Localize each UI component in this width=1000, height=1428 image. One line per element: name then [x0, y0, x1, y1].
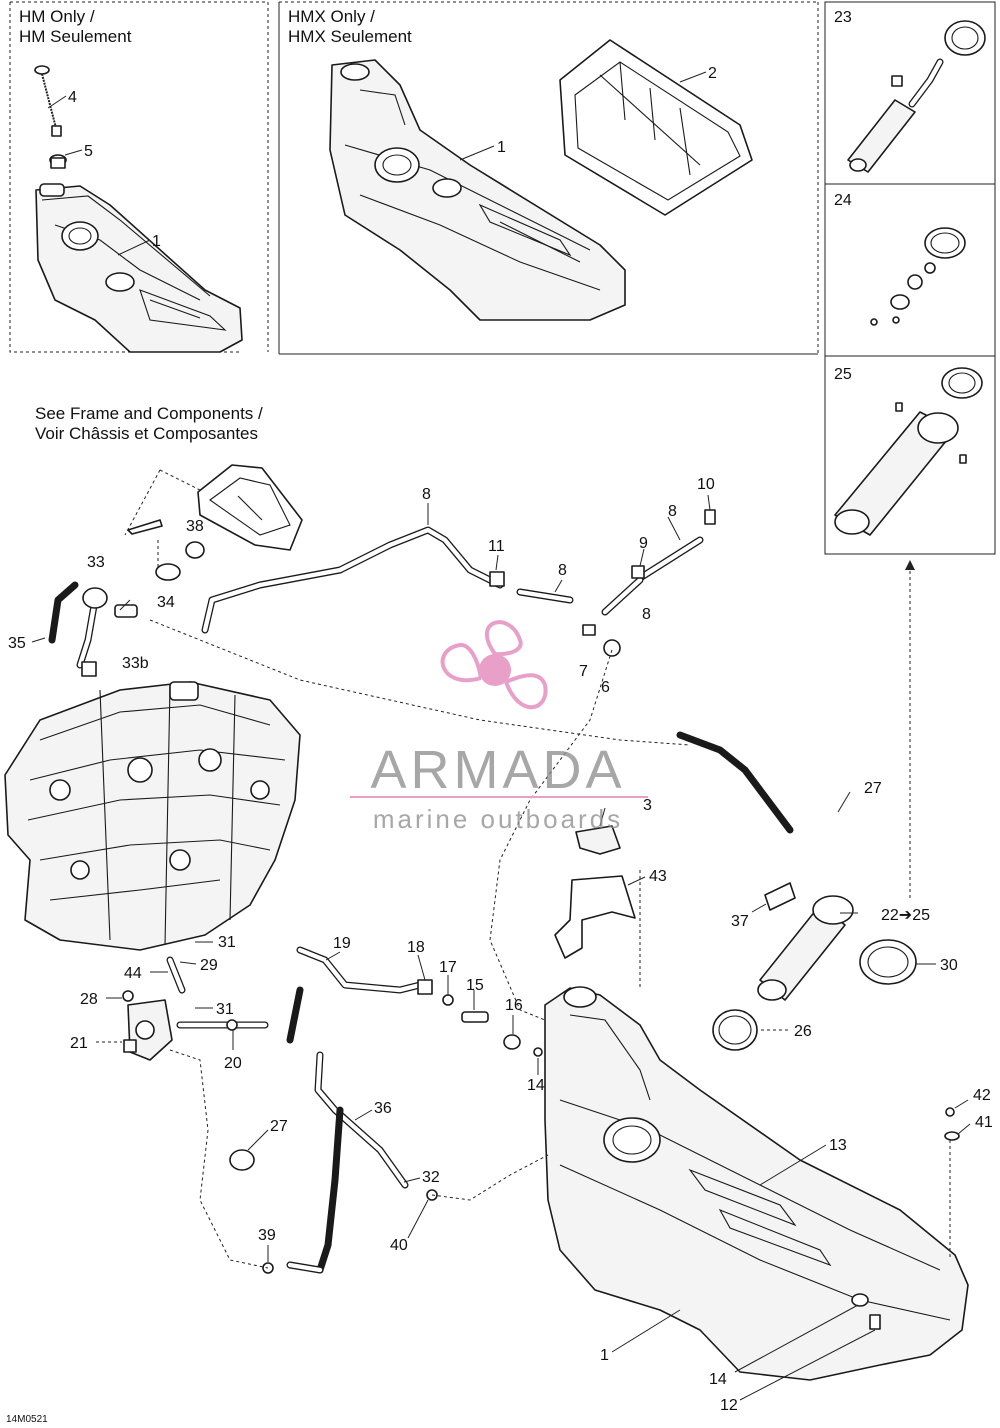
fuel-pickup-assembly: [834, 367, 983, 536]
pump-module: [757, 895, 854, 1001]
callout-27-top: 27: [864, 780, 882, 797]
callout-18: 18: [407, 939, 425, 956]
callout-8-top: 8: [422, 486, 431, 503]
callout-14-lower: 14: [709, 1371, 727, 1388]
callout-28: 28: [80, 991, 98, 1008]
hm-panel-title-line1: HM Only /: [19, 7, 95, 26]
callout-11: 11: [488, 538, 505, 555]
callout-6: 6: [601, 679, 610, 696]
callout-41: 41: [975, 1114, 993, 1131]
drawing-code: 14M0521: [6, 1414, 48, 1425]
callout-4: 4: [68, 89, 77, 106]
armada-watermark: ARMADA marine outboards: [350, 620, 648, 834]
callout-16: 16: [505, 997, 523, 1014]
fuel-pump: [123, 999, 173, 1061]
callout-35: 35: [8, 635, 26, 652]
reference-note-line1: See Frame and Components /: [35, 404, 263, 423]
watermark-tagline: marine outboards: [373, 804, 623, 834]
callout-39: 39: [258, 1227, 276, 1244]
propeller-logo: [440, 620, 548, 710]
callout-12: 12: [720, 1397, 738, 1414]
hmx-panel-title-line1: HMX Only /: [288, 7, 375, 26]
callout-30: 30: [940, 957, 958, 974]
pump-locking-ring: [859, 939, 917, 985]
callout-3: 3: [643, 797, 652, 814]
callout-29: 29: [200, 957, 218, 974]
callout-33: 33: [87, 554, 105, 571]
callout-14-upper: 14: [527, 1077, 545, 1094]
callout-31-lower: 31: [216, 1001, 234, 1018]
callout-1-hmx: 1: [497, 139, 506, 156]
callout-22-to-25: 22➔25: [881, 907, 930, 924]
sensor-clip: [764, 882, 796, 911]
callout-8-low: 8: [642, 606, 651, 623]
callout-9: 9: [639, 535, 648, 552]
callout-1-main: 1: [600, 1347, 609, 1364]
callout-34: 34: [157, 594, 175, 611]
callout-8-mid: 8: [558, 562, 567, 579]
reference-note-line2: Voir Châssis et Composantes: [35, 424, 258, 443]
watermark-brand: ARMADA: [370, 740, 625, 800]
callout-23: 23: [834, 9, 852, 26]
cap-support-bracket: [554, 875, 636, 959]
tank-cap: [575, 825, 621, 855]
callout-24: 24: [834, 192, 852, 209]
main-fuel-tank: [544, 986, 969, 1381]
panel-frames: [9, 1, 996, 900]
callout-44: 44: [124, 965, 142, 982]
callout-37: 37: [731, 913, 749, 930]
fittings: [81, 509, 960, 1274]
callout-21: 21: [70, 1035, 88, 1052]
callout-8-right: 8: [668, 503, 677, 520]
tank-support-frame: [559, 39, 753, 216]
callout-40: 40: [390, 1237, 408, 1254]
engine-block: [4, 681, 301, 951]
frame-bracket: [127, 464, 303, 551]
callout-31-upper: 31: [218, 934, 236, 951]
fuel-hoses: [48, 526, 794, 1274]
callout-27-lower: 27: [270, 1118, 288, 1135]
seal-kit: [870, 227, 966, 326]
callout-32: 32: [422, 1169, 440, 1186]
leader-lines: [31, 71, 971, 1401]
callout-38: 38: [186, 518, 204, 535]
hmx-fuel-tank: [329, 59, 626, 321]
callout-43: 43: [649, 868, 667, 885]
fuel-level-gauge: [34, 65, 62, 137]
callout-15: 15: [466, 977, 484, 994]
hm-fuel-tank: [35, 183, 243, 353]
callout-19: 19: [333, 935, 351, 952]
pump-gasket: [712, 1009, 758, 1051]
callout-7: 7: [579, 663, 588, 680]
callout-2: 2: [708, 65, 717, 82]
callout-26: 26: [794, 1023, 812, 1040]
hm-panel-title-line2: HM Seulement: [19, 27, 132, 46]
callout-10: 10: [697, 476, 715, 493]
callout-17: 17: [439, 959, 457, 976]
callout-numbers: 1 4 5 1 2 23 24 25 8 10 8 9 11 8 8 7 6 3…: [8, 9, 993, 1414]
callout-13: 13: [829, 1137, 847, 1154]
callout-20: 20: [224, 1055, 242, 1072]
hmx-panel-title-line2: HMX Seulement: [288, 27, 412, 46]
callout-33b: 33b: [122, 655, 149, 672]
callout-25: 25: [834, 366, 852, 383]
dashed-connection-lines: [124, 469, 951, 1269]
callout-36: 36: [374, 1100, 392, 1117]
callout-42: 42: [973, 1087, 991, 1104]
callout-5: 5: [84, 143, 93, 160]
fuel-pump-assembly: [847, 20, 986, 173]
callout-1-hm: 1: [152, 233, 161, 250]
grommet: [49, 154, 67, 169]
